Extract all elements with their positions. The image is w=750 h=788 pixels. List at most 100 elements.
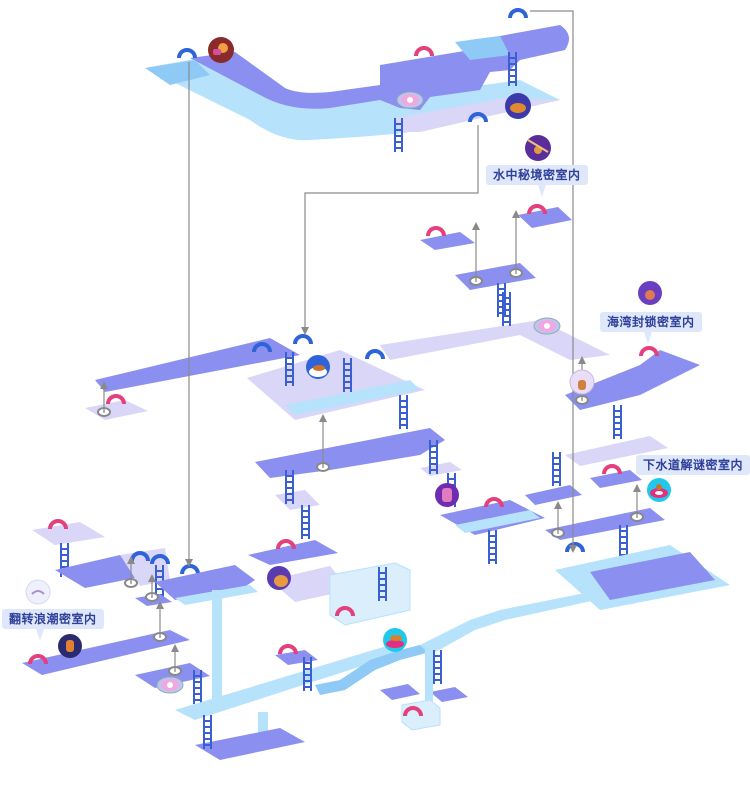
chest-creature-icon[interactable] [505, 93, 531, 119]
water-strip [455, 510, 540, 533]
ladder [301, 505, 310, 539]
platform [455, 263, 536, 290]
arch-door [180, 564, 200, 576]
water-channel [175, 645, 405, 720]
water-channel [420, 590, 605, 655]
platform [247, 350, 425, 420]
arch-door [293, 334, 313, 346]
arrow-head [569, 545, 577, 553]
ladder [552, 452, 561, 486]
bottom-left-area [22, 519, 605, 760]
room-label-sewer-puzzle: 下水道解谜密室内 [636, 455, 750, 475]
float-ring-creature-icon[interactable] [647, 478, 671, 502]
platform [565, 350, 700, 410]
room-label-text: 水中秘境密室内 [493, 168, 581, 182]
ladder [502, 292, 511, 326]
label-pointer [644, 332, 652, 344]
glass-tank [329, 562, 411, 626]
tide-ghost-icon[interactable] [25, 579, 51, 605]
arrow-head [156, 601, 164, 609]
top-left-entry [145, 60, 210, 85]
platform [430, 687, 468, 702]
top-right-stripe [455, 36, 510, 60]
platform [275, 490, 320, 510]
arch-door [177, 48, 197, 60]
ladder [508, 52, 517, 86]
arch-door [508, 8, 528, 20]
label-pointer [36, 629, 44, 641]
teleport-pad[interactable] [533, 317, 561, 335]
room-label-text: 海湾封锁密室内 [607, 315, 695, 329]
ladder [619, 525, 628, 559]
room-label-text: 下水道解谜密室内 [643, 458, 744, 472]
platform [32, 522, 105, 545]
arrow-head [301, 327, 309, 335]
room-label-bay-lockdown: 海湾封锁密室内 [600, 312, 702, 344]
platform [248, 540, 338, 565]
platform [85, 400, 148, 420]
arrow-head [578, 356, 586, 364]
hanging-creature-icon[interactable] [525, 135, 551, 161]
arch-door [365, 349, 385, 361]
ladder [303, 657, 312, 691]
bay-creature-icon[interactable] [638, 281, 662, 305]
label-pointer [538, 185, 546, 197]
platform [195, 728, 305, 760]
ladder [433, 650, 442, 684]
platform [420, 232, 475, 250]
top-floor [145, 8, 569, 152]
platform [95, 338, 300, 392]
creature-markers [25, 37, 671, 658]
platform [22, 630, 190, 675]
arrow-head [127, 556, 135, 564]
ladder [488, 530, 497, 564]
pool-floor [590, 552, 715, 600]
connector-line [530, 10, 574, 380]
platform [525, 485, 582, 505]
room-label-flip-tide: 翻转浪潮密室内 [2, 609, 104, 641]
ladder [193, 670, 202, 704]
arrow-head [633, 484, 641, 492]
water-strip [285, 380, 420, 415]
jail-creature-icon[interactable] [435, 483, 459, 507]
middle-upper-area [85, 204, 700, 439]
connector-line [304, 125, 479, 330]
drumstick-monster-icon[interactable] [208, 37, 234, 63]
water-pillar [212, 590, 222, 710]
platform [255, 428, 445, 478]
arrow-head [185, 559, 193, 567]
ladder [497, 283, 506, 317]
room-label-underwater-secret-realm: 水中秘境密室内 [486, 165, 588, 197]
bread-creature-icon[interactable] [267, 566, 291, 590]
platform [565, 436, 668, 466]
water-pillar [258, 712, 268, 742]
arch-door [426, 226, 446, 238]
arrowheads [100, 210, 641, 652]
arrow-head [319, 414, 327, 422]
platform [590, 470, 642, 488]
ladder [613, 405, 622, 439]
platform [380, 320, 610, 360]
ladder [394, 118, 403, 152]
boat-bubble-icon[interactable] [306, 355, 330, 379]
platform [518, 207, 572, 228]
water-ramp [315, 645, 430, 695]
arrow-head [171, 644, 179, 652]
ring-float-creature-icon[interactable] [383, 628, 407, 652]
arch-door [414, 46, 434, 58]
cage-creature-icon[interactable] [58, 634, 82, 658]
bubble-creature-icon[interactable] [569, 369, 595, 395]
arrow-head [148, 574, 156, 582]
arrow-head [100, 381, 108, 389]
water-pillar [425, 650, 433, 705]
room-label-text: 翻转浪潮密室内 [9, 612, 97, 626]
connector-lines [103, 10, 638, 671]
ladder [399, 395, 408, 429]
platform [380, 684, 420, 700]
teleport-pad[interactable] [396, 91, 424, 109]
teleport-pad[interactable] [156, 676, 184, 694]
arrow-head [512, 210, 520, 218]
arrow-head [554, 501, 562, 509]
platform [275, 650, 318, 665]
